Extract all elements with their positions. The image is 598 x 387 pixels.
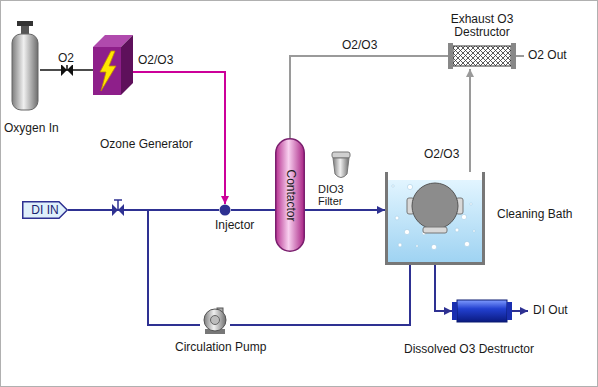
injector-dot [220,205,231,216]
oxygen-cylinder: Oxygen In [10,20,40,112]
bubble [392,185,394,187]
contactor-vessel: Contactor [275,138,305,252]
bubble [473,230,475,232]
pipe-connector [305,209,335,211]
node-label: Exhaust O3 Destructor [444,13,520,39]
cylinder-body [12,34,38,110]
flange [452,302,457,320]
node-icon [10,20,40,112]
pipe-connector [148,210,219,325]
pipe-connector [231,209,275,211]
destructor-body [453,46,511,66]
flow-label: O2/O3 [136,54,175,67]
bubble [407,184,412,189]
node-label: Injector [215,219,254,232]
node-label: Contactor [284,169,297,221]
node-icon [93,35,133,95]
flow-label: O2/O3 [422,148,461,161]
bubble [455,228,459,232]
outlet-label: DI Out [531,304,570,317]
node-label: DI IN [31,204,58,217]
flange [511,43,516,69]
exhaust-destructor: Exhaust O3 Destructor [448,43,516,69]
node-icon [385,172,485,265]
pipe-connector [469,69,471,172]
node-icon [200,305,230,335]
pump-hub [211,316,220,325]
ozone-generator: Ozone Generator [93,35,133,95]
destructor-body [457,300,507,322]
cleaning-bath: Cleaning Bath [385,172,485,265]
wafer-holder [423,227,447,233]
circulation-pump: Circulation Pump [200,305,230,335]
pipe-connector [40,69,93,71]
pipe-connector [230,265,410,325]
flange [507,302,512,320]
bubble [470,203,472,205]
tag-shape [23,202,68,219]
bubble [431,244,436,249]
bubble [404,229,409,234]
inlet-tag: DI IN [22,201,68,219]
bath-wall [387,172,484,264]
node-label: Oxygen In [4,122,59,135]
node-label: Circulation Pump [175,341,266,354]
bubble [398,243,402,247]
node-icon [219,204,231,216]
node-label: Ozone Generator [100,138,193,151]
pipe-connector [290,56,448,138]
flow-label: O2/O3 [340,39,379,52]
flow-label: O2 [56,52,76,65]
valve-stem [117,200,119,210]
flange [448,43,453,69]
bath-water [388,180,482,262]
filter-unit: DIO3 Filter [318,150,352,208]
valve-cap [17,21,33,26]
box-side [121,35,133,95]
pipe-connector [335,209,385,211]
text-holder: DI IN [22,201,68,219]
outlet-label: O2 Out [526,49,569,62]
bubble [395,216,399,220]
injector-point: Injector [219,204,231,216]
wafer [412,183,458,229]
pipe-connector [435,265,452,311]
bubble [416,245,418,247]
node-label: DIO3 Filter [318,183,352,207]
bubble [461,214,466,219]
filter-cap [332,152,350,158]
text-holder: Contactor [275,138,305,252]
bubble [464,241,469,246]
filter-body [333,158,349,178]
dissolved-destructor: Dissolved O3 Destructor [452,300,512,322]
lightning-symbol [100,51,116,91]
box-front [93,47,121,95]
pump-body [204,309,226,331]
node-label: Cleaning Bath [497,208,572,221]
o2-out-line [516,55,524,57]
node-icon [452,300,512,322]
di-out-line [512,310,528,312]
contactor-vessel [276,139,305,252]
valve-handle [114,199,122,201]
node-label: Dissolved O3 Destructor [404,343,534,356]
node-icon [448,43,516,69]
